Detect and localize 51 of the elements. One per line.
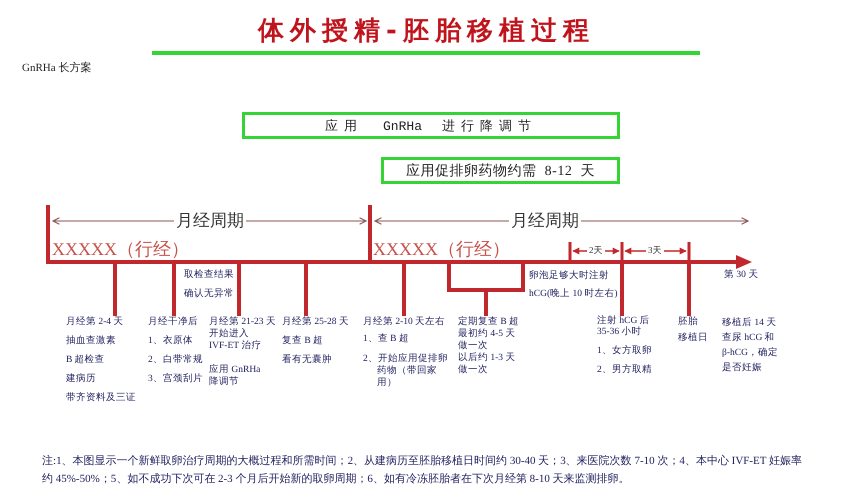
note-text: 移植后 14 天查尿 hCG 和 β-hCG，确定是否妊娠 [722, 316, 779, 375]
note-text: 月经第 25-28 天 [282, 316, 349, 329]
note-text: 2、男方取精 [597, 365, 652, 376]
note-text: 看有无囊肿 [282, 354, 332, 367]
note-text: 2、白带常规 [148, 354, 203, 367]
note-text: 1、女方取卵 [597, 346, 652, 357]
connector-line [237, 264, 241, 316]
dimension-label: 月经周期 [509, 211, 581, 231]
dimension-label: 月经周期 [174, 211, 246, 231]
note-text: 应用 GnRHa 降调节 [209, 364, 262, 388]
connector-line [620, 264, 624, 316]
process-box: 应用 GnRHa 进行降调节 [242, 112, 620, 139]
connector-line [402, 264, 406, 316]
period-label: XXXXX（行经） [52, 238, 189, 260]
note-text: 确认无异常 [184, 288, 234, 301]
note-text: 定期复查 B 超 [458, 316, 520, 328]
note-text: 抽血查激素 [66, 335, 116, 348]
dimension-label: 3天 [646, 245, 664, 256]
note-text: 月经第 2-10 天左右 [363, 316, 446, 328]
footnote-text: 注:1、本图显示一个新鲜取卵治疗周期的大概过程和所需时间；2、从建病历至胚胎移植日时间约 30-40 天；3、来医院次数 7-10 次；4、本中心 IVF-ET 妊娠率约 45%-50%；5、如不成功下次可在 2-3 个月后开始新的取卵周期；6、如有冷冻胚胎者在下次月经第 8-10 天来监测排卵。 [42, 454, 804, 487]
note-text: 月经第 21-23 天 [209, 316, 276, 328]
note-text: 最初约 4-5 天做一次 [458, 328, 516, 352]
note-text: B 超检查 [66, 354, 105, 367]
scheme-label: GnRHa 长方案 [22, 61, 92, 75]
note-text: 胚胎 [678, 316, 698, 329]
note-text: 以后约 1-3 天做一次 [458, 352, 516, 376]
note-text: 开始进入 IVF-ET 治疗 [209, 328, 262, 352]
note-text: 卵泡足够大时注射 hCG(晚上 10 时左右) [529, 269, 618, 301]
note-text: 取检查结果 [184, 269, 234, 282]
bracket-box [447, 264, 525, 292]
note-text: 月经第 2-4 天 [66, 316, 124, 329]
day-label: 第 30 天 [724, 269, 758, 282]
dimension-label: 2天 [587, 245, 604, 256]
connector-line [172, 264, 176, 316]
note-text: 移植日 [678, 332, 708, 345]
note-text: 建病历 [66, 373, 96, 386]
note-text: 月经干净后 [148, 316, 198, 329]
note-text: 1、查 B 超 [363, 333, 409, 345]
note-text: 注射 hCG 后 35-36 小时 [597, 316, 651, 338]
note-text: 复查 B 超 [282, 335, 324, 348]
note-text: 2、开始应用促排卵药物（带回家用） [363, 353, 449, 389]
process-box: 应用促排卵药物约需 8-12 天 [381, 157, 620, 184]
connector-line [484, 292, 488, 316]
note-text: 3、宫颈刮片 [148, 373, 203, 386]
note-text: 1、衣原体 [148, 335, 193, 348]
note-text: 带齐资料及三证 [66, 392, 136, 405]
connector-line [687, 264, 691, 316]
period-label: XXXXX（行经） [373, 238, 510, 260]
connector-line [304, 264, 308, 316]
connector-line [113, 264, 117, 316]
title: 体外授精-胚胎移植过程 [258, 15, 595, 48]
